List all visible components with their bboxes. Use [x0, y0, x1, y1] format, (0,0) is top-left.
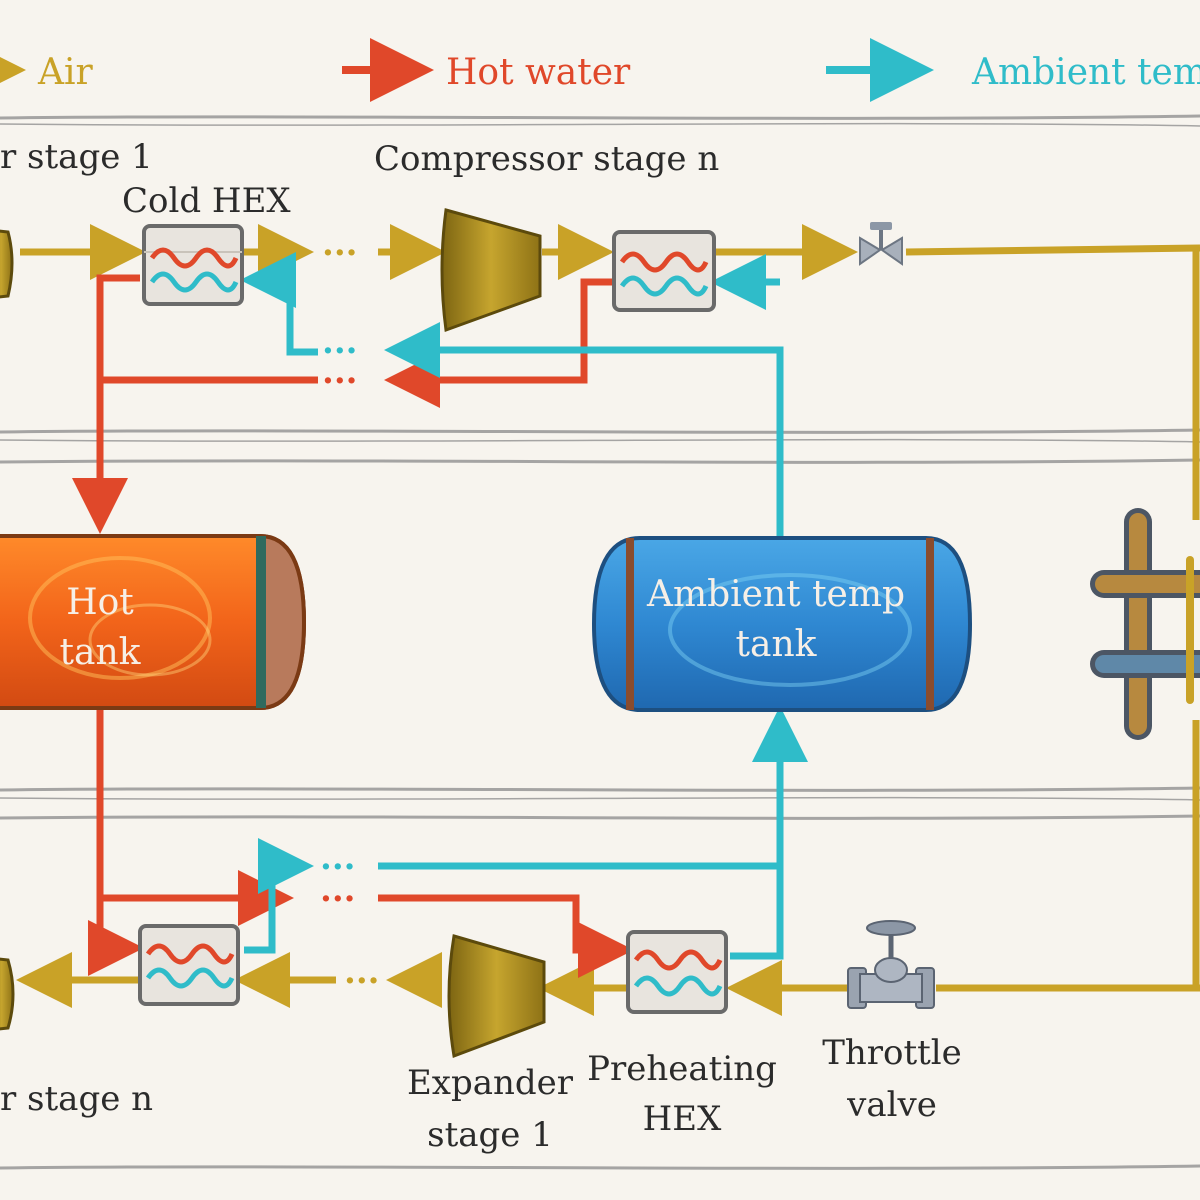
hot-hex-top: [612, 230, 716, 312]
hot-water-lines-top: [72, 274, 612, 534]
top-hot-dots: ···: [322, 361, 358, 401]
throttle-valve-label-line1: Throttle: [822, 1033, 962, 1073]
hot-water-lines-bottom: [88, 706, 634, 978]
top-ambient-dots: ···: [322, 331, 358, 371]
top-air-dots: ···: [322, 233, 358, 273]
hot-tank: [0, 534, 307, 710]
bottom-ambient-dots: ···: [320, 847, 356, 887]
expander-stage-n: [0, 957, 15, 1031]
cold-hex: [142, 224, 244, 306]
ambient-tank-label-line2: tank: [736, 624, 818, 665]
compressor-stage-n-label: Compressor stage n: [374, 139, 719, 179]
compressor-stage-n: [440, 208, 542, 333]
bottom-hot-dots: ···: [320, 879, 356, 919]
ambient-temp-tank: [591, 536, 973, 712]
expander-stage-1: [447, 934, 546, 1059]
preheating-hex: [626, 930, 728, 1014]
bottom-air-dots: ···: [344, 961, 380, 1001]
legend: Air Hot water Ambient temp: [0, 38, 1200, 102]
cold-hex-label: Cold HEX: [122, 181, 291, 221]
legend-air-label: Air: [37, 52, 94, 93]
legend-ambient-label: Ambient temp: [971, 52, 1200, 93]
ambient-lines-bottom: [244, 706, 808, 960]
compressor-stage-1-label: r stage 1: [0, 137, 153, 177]
top-valve-icon: [859, 222, 903, 266]
ambient-lines-top: [240, 252, 784, 540]
expander-stage-n-label: r stage n: [0, 1079, 153, 1119]
frame-lines: [0, 114, 1200, 1170]
air-lines-bottom: [16, 952, 1200, 1016]
hot-tank-label-line2: tank: [60, 632, 142, 673]
hex-bottom-left: [138, 924, 240, 1006]
legend-hot-water-label: Hot water: [446, 52, 631, 93]
throttle-valve-icon: [847, 920, 935, 1009]
preheating-hex-label-line2: HEX: [643, 1099, 722, 1139]
expander-stage-1-label-line2: stage 1: [427, 1115, 553, 1155]
expander-stage-1-label-line1: Expander: [407, 1063, 574, 1103]
hot-tank-label-line1: Hot: [66, 582, 134, 623]
preheating-hex-label-line1: Preheating: [587, 1049, 777, 1089]
throttle-valve-label-line2: valve: [846, 1085, 937, 1125]
compressor-stage-1: [0, 229, 14, 299]
ambient-tank-label-line1: Ambient temp: [646, 574, 905, 615]
right-fittings: [1090, 508, 1200, 740]
